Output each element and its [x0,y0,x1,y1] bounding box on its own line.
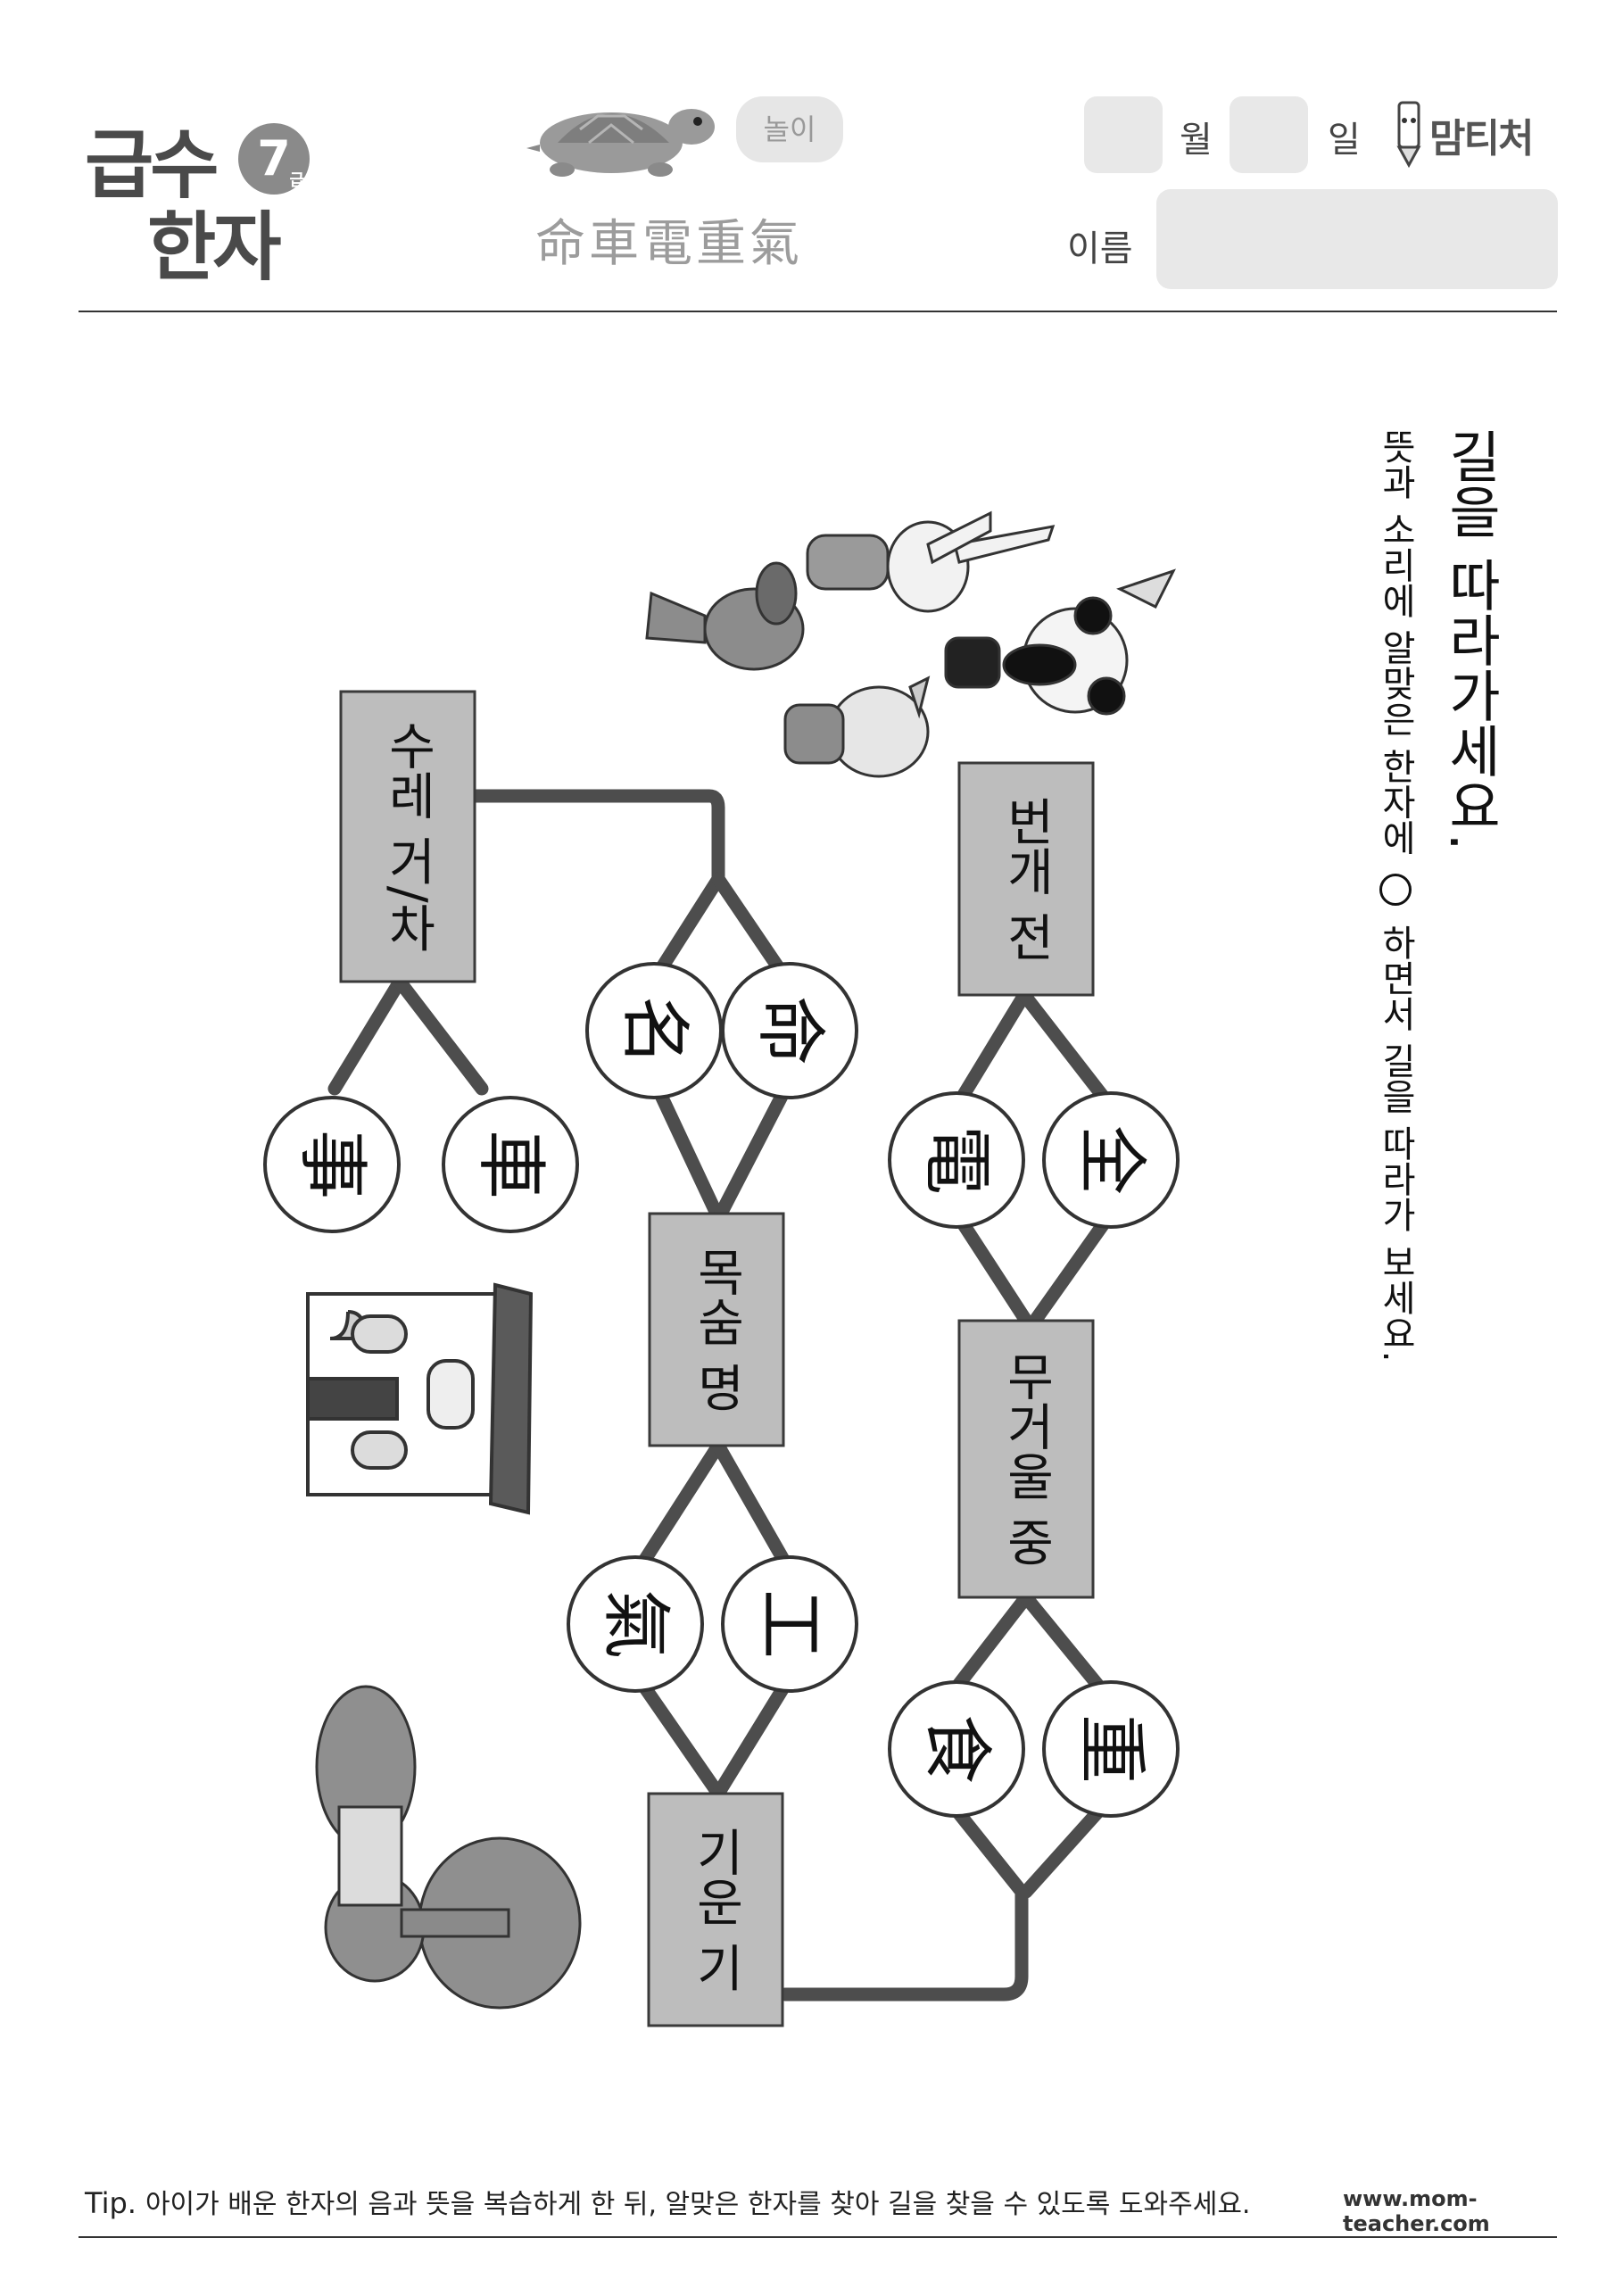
path-segment [1017,988,1118,1114]
hanja-choice-sa[interactable]: 事 [292,1129,372,1199]
hanja-choice-jeon[interactable]: 全 [1071,1124,1151,1195]
day-input[interactable] [1230,96,1308,173]
tip-body: 아이가 배운 한자의 음과 뜻을 복습하게 한 뒤, 알맞은 한자를 찾아 길을… [145,2189,1251,2220]
hanja-choice-myeong[interactable]: 命 [749,995,830,1065]
circle-c-jeon [1042,1091,1180,1229]
path-segment [714,1077,795,1221]
box-label-b1: 수레 거/차 [378,720,437,953]
circle-c-name [585,962,723,1099]
box-b2 [957,761,1095,997]
logo-line2: 한자 [147,203,282,291]
box-b5 [647,1792,784,2027]
instruction-sub-before: 뜻과 소리에 알맞은 한자에 [1375,428,1416,856]
name-label: 이름 [1067,228,1133,269]
month-input[interactable] [1084,96,1163,173]
bench-icon [337,1805,403,1907]
footer-divider [79,2236,1557,2238]
path-segment [327,974,407,1096]
circle-mark-icon [1379,873,1412,906]
path-segment [943,1590,1033,1703]
brand-name: 맘티처 [1429,116,1534,162]
day-label: 일 [1328,120,1361,161]
logo-line1: 급수 [85,121,219,209]
circle-c-sik [888,1680,1025,1818]
box-label-b4: 무거울 중 [997,1351,1056,1567]
path-segment [649,872,725,984]
hanja-choice-jung[interactable]: 重 [1071,1713,1151,1784]
tip-label: Tip. [85,2186,137,2220]
circle-c-gong [721,1555,858,1693]
circle-c-cha [442,1096,579,1233]
box-b3 [648,1212,785,1447]
circle-c-jeon2 [888,1091,1025,1229]
path-segment [468,789,725,886]
circle-c-gi [567,1555,704,1693]
hanja-choice-sik[interactable]: 食 [916,1713,997,1784]
path-segment [949,988,1031,1114]
pencil-mascot-icon [1396,101,1421,169]
month-label: 월 [1180,120,1213,161]
brand-logo: 맘티처 [1388,94,1567,174]
tree-icon [315,1685,582,2010]
path-segment [949,1206,1033,1328]
hanja-choice-name[interactable]: 名 [614,995,694,1065]
instruction-sub-after: 하면서 길을 따라가 보세요. [1375,924,1416,1363]
logo: 급수 한자 7 급 [85,105,317,293]
path-segment [393,974,489,1096]
instruction-title: 길을 따라가세요. [1437,428,1503,851]
path-segment [1028,1206,1118,1328]
circle-c-sa [263,1096,401,1233]
hanja-choice-cha[interactable]: 車 [470,1129,551,1199]
box-label-b2: 번개 전 [997,796,1056,962]
house-icon [306,1282,534,1515]
path-segment [711,1438,797,1578]
grade-unit: 급 [289,171,304,190]
instruction-subtitle: 뜻과 소리에 알맞은 한자에 하면서 길을 따라가 보세요. [1374,428,1417,1362]
path-segment [1019,1795,1114,1899]
animals-illustration-icon [645,510,1176,778]
box-label-b3: 목숨 명 [687,1247,746,1413]
grade-badge: 7 급 [238,123,310,195]
circle-c-jung [1042,1680,1180,1818]
hanja-choice-gong[interactable]: 工 [749,1588,830,1659]
hanja-choice-gi[interactable]: 氣 [595,1588,675,1659]
path-segment [1019,1590,1114,1703]
path-segment [631,1438,725,1578]
play-badge: 놀이 [736,96,843,162]
hanja-choice-jeon2[interactable]: 電 [916,1124,997,1195]
path-segment [711,1670,797,1801]
path-segment [631,1670,725,1801]
site-url: www.mom-teacher.com [1343,2186,1490,2236]
path-segment [649,1077,724,1221]
grade-number: 7 [257,130,291,186]
header-divider [79,311,1557,312]
hanja-list: 命車電重氣 [535,215,803,273]
tip-text: Tip. 아이가 배운 한자의 음과 뜻을 복습하게 한 뒤, 알맞은 한자를 찾… [85,2182,1250,2221]
box-b1 [339,690,476,983]
turtle-icon [526,109,715,177]
path-segment [778,1885,1029,2002]
box-b4 [957,1319,1095,1599]
name-input[interactable] [1156,189,1558,289]
box-label-b5: 기운 기 [686,1827,745,1993]
